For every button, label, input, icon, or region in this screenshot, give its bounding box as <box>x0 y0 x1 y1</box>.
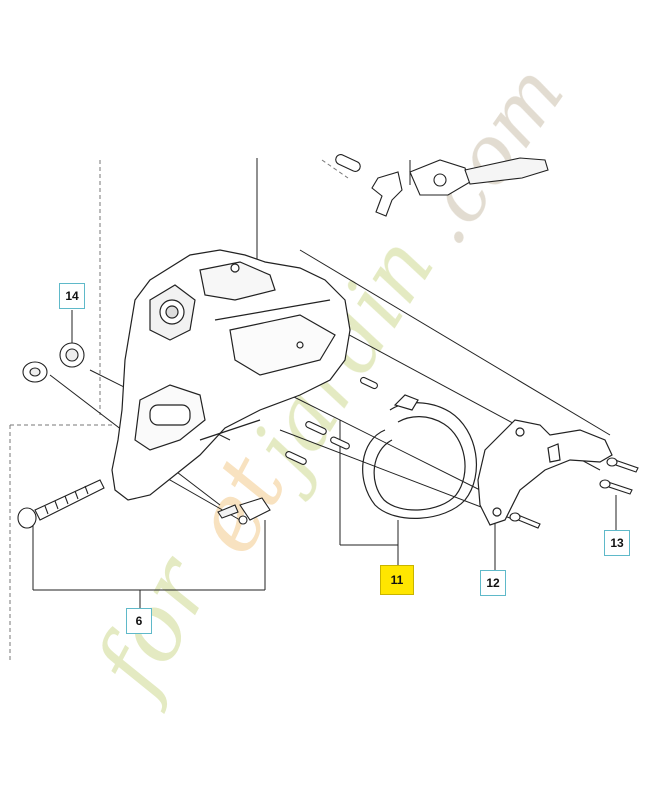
clutch-cover <box>111 249 351 501</box>
callout-6: 6 <box>126 608 152 634</box>
brake-linkage <box>335 154 549 217</box>
screws <box>509 457 639 529</box>
small-parts <box>217 376 378 525</box>
dashed-guides <box>9 159 349 660</box>
svg-text:.com: .com <box>394 48 582 260</box>
svg-text:for: for <box>72 538 234 716</box>
callout-11: 11 <box>380 565 414 595</box>
bracket-plate <box>477 419 613 526</box>
bolt <box>17 479 105 529</box>
brake-band <box>362 394 477 519</box>
callout-12: 12 <box>480 570 506 596</box>
callout-14: 14 <box>59 283 85 309</box>
callout-13: 13 <box>604 530 630 556</box>
nut-washer <box>22 342 85 383</box>
